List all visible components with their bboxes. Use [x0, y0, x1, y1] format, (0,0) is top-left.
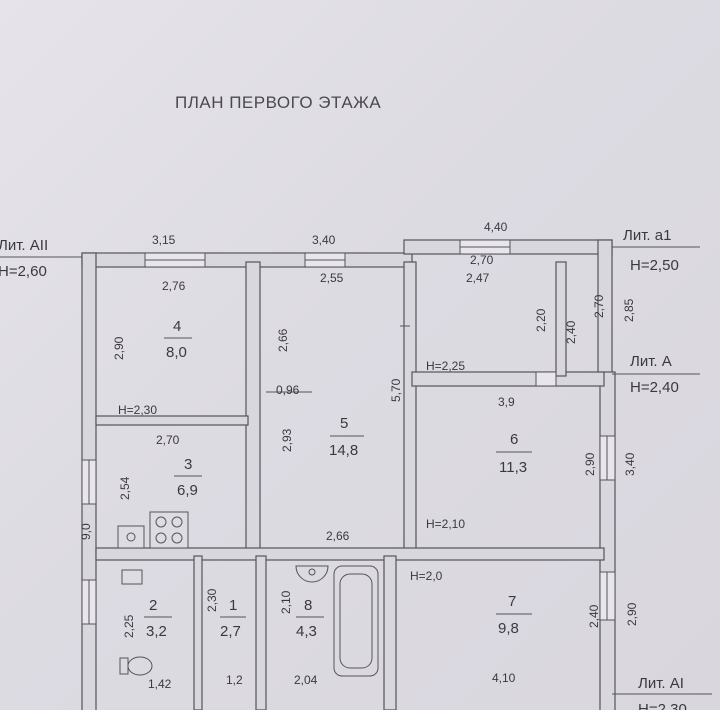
dim-room6-height: 2,90: [583, 452, 597, 476]
dim-room-a1-outer: 2,70: [470, 253, 494, 267]
vertical-dimension-labels: 2,90 2,66 2,93 5,70 2,20 2,40 2,70 2,85 …: [79, 294, 639, 638]
windows: [81, 239, 616, 625]
dim-room5-left-lower: 2,93: [280, 428, 294, 452]
dimension-labels: 3,15 3,40 4,40 2,76 2,55 2,70 2,47 0,96 …: [148, 220, 516, 691]
litera-a2-height: Н=2,60: [0, 263, 47, 280]
room-7-area: 9,8: [498, 620, 519, 637]
dim-room2-height: 2,25: [122, 614, 136, 638]
dim-outer-top-left: 3,15: [152, 233, 176, 247]
dim-room-a1-inner-h: 2,20: [534, 308, 548, 332]
room-5-number: 5: [340, 415, 348, 432]
dim-room-a1-inner: 2,47: [466, 271, 490, 285]
height-room6: Н=2,10: [426, 517, 465, 531]
room-3-area: 6,9: [177, 482, 198, 499]
litera-a1-height: Н=2,50: [630, 257, 679, 274]
dim-room-a1-outer-h: 2,70: [592, 294, 606, 318]
room-4-area: 8,0: [166, 344, 187, 361]
dim-room5-width-bottom: 2,66: [326, 529, 350, 543]
dim-total-height: 9,0: [79, 523, 93, 540]
dim-room5-width-top: 2,55: [320, 271, 344, 285]
dim-room8-width: 2,04: [294, 673, 318, 687]
room-2-number: 2: [149, 597, 157, 614]
room-1-area: 2,7: [220, 623, 241, 640]
litera-a1-name: Лит. а1: [623, 227, 671, 244]
litera-a2-name: Лит. АII: [0, 237, 48, 254]
dim-room-a1-inner-h2: 2,40: [564, 320, 578, 344]
dim-room6-width: 3,9: [498, 395, 515, 409]
dim-room2-width: 1,42: [148, 677, 172, 691]
room-8-area: 4,3: [296, 623, 317, 640]
room-5-area: 14,8: [329, 442, 358, 459]
dim-room5-left-upper: 2,66: [276, 328, 290, 352]
dim-room1-height: 2,30: [205, 588, 219, 612]
dim-room4-height: 2,90: [112, 336, 126, 360]
room-4-number: 4: [173, 318, 181, 335]
dim-room7-height: 2,40: [587, 604, 601, 628]
page-title: ПЛАН ПЕРВОГО ЭТАЖА: [175, 93, 382, 112]
litera-a1b-height: Н=2,30: [638, 701, 687, 710]
room-1-number: 1: [229, 597, 237, 614]
litera-a1b-name: Лит. АI: [638, 675, 684, 692]
room-2-area: 3,2: [146, 623, 167, 640]
room-6-area: 11,3: [499, 459, 527, 476]
dim-room5-niche: 0,96: [276, 383, 300, 397]
litera-labels: Лит. АII Н=2,60 Лит. а1 Н=2,50 Лит. А Н=…: [0, 227, 712, 710]
height-room4: Н=2,30: [118, 403, 157, 417]
room-6-number: 6: [510, 431, 518, 448]
dim-room1-width: 1,2: [226, 673, 243, 687]
room-7-number: 7: [508, 593, 516, 610]
litera-a-height: Н=2,40: [630, 379, 679, 396]
litera-a-name: Лит. А: [630, 353, 672, 370]
fixtures: [117, 325, 410, 677]
dim-room4-width: 2,76: [162, 279, 186, 293]
room-3-number: 3: [184, 456, 192, 473]
dim-room5-height: 5,70: [389, 378, 403, 402]
ceiling-heights: Н=2,30 Н=2,25 Н=2,10 Н=2,0: [118, 359, 465, 583]
dim-right-outer-upper: 2,85: [622, 298, 636, 322]
dim-room7-width: 4,10: [492, 671, 516, 685]
dim-outer-top-right: 4,40: [484, 220, 508, 234]
dim-room8-height: 2,10: [279, 590, 293, 614]
dim-right-outer-lower: 2,90: [625, 602, 639, 626]
dim-outer-top-mid: 3,40: [312, 233, 336, 247]
room-8-number: 8: [304, 597, 312, 614]
dim-room3-width: 2,70: [156, 433, 180, 447]
height-room7: Н=2,0: [410, 569, 443, 583]
room-labels: 4 8,0 5 14,8 3 6,9 6 11,3 2 3,2 1 2,7 8 …: [144, 318, 532, 640]
height-room-a1: Н=2,25: [426, 359, 465, 373]
dim-room3-height: 2,54: [118, 476, 132, 500]
dim-right-outer-mid: 3,40: [623, 452, 637, 476]
